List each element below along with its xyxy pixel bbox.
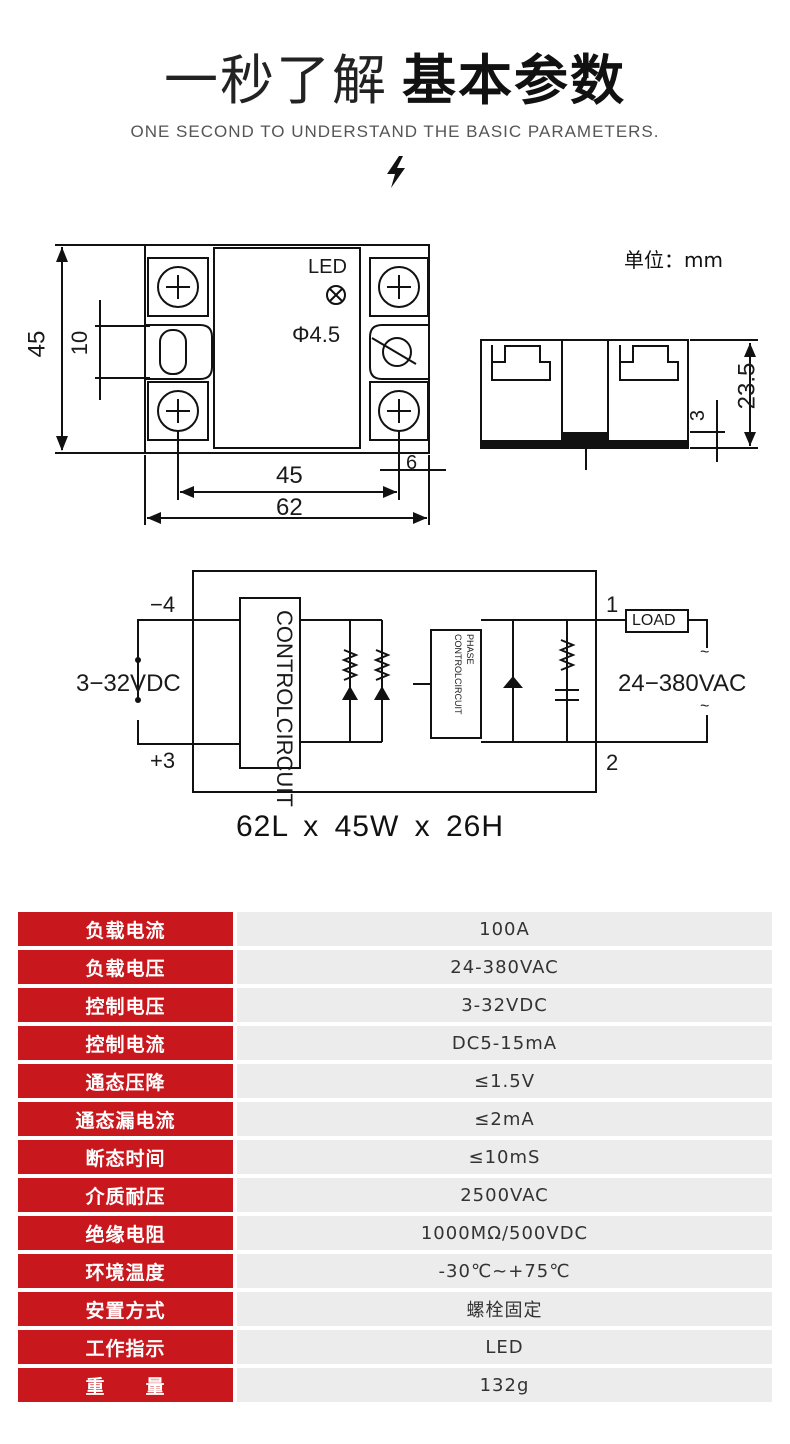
tilde-top: ~ [700,644,710,661]
output-voltage-label: 24−380VAC [618,670,747,697]
spec-label: 通态压降 [18,1064,233,1098]
hole-diameter-label: Φ4.5 [292,322,341,347]
relay-body-outline [144,244,430,454]
control-circuit-line-1: CONTROL [272,610,297,718]
phase-control-line-2: CIRCUIT [453,678,463,715]
spec-label: 介质耐压 [18,1178,233,1212]
title-light: 一秒了解 [164,49,388,112]
title-bold: 基本参数 [402,49,626,112]
screw-terminal-icon [369,257,429,317]
spec-gap [233,1140,237,1174]
spec-gap [233,1178,237,1212]
table-row: 环境温度-30℃~+75℃ [18,1254,772,1288]
spec-value: -30℃~+75℃ [237,1254,772,1288]
dim-offset-label: 6 [406,452,418,474]
dim-width-label: 62 [276,494,303,521]
neg-terminal-label: −4 [150,592,176,617]
lightning-bolt-icon [387,156,405,188]
spec-label: 负载电流 [18,912,233,946]
technical-drawing [55,244,758,793]
spec-gap [233,1254,237,1288]
input-voltage-label: 3−32VDC [76,670,181,697]
spec-value: LED [237,1330,772,1364]
spec-value: 3-32VDC [237,988,772,1022]
phase-control-label: PHASE CONTROLCIRCUIT [436,634,476,734]
spec-gap [233,1102,237,1136]
led-indicator-icon [326,285,346,305]
spec-gap [233,1292,237,1326]
spec-gap [233,912,237,946]
spec-value: 1000MΩ/500VDC [237,1216,772,1250]
tilde-bottom: ~ [700,698,710,715]
dimensions-caption: 62L x 45W x 26H [236,810,504,843]
spec-value: ≤2mA [237,1102,772,1136]
dim-inner-label: 10 [67,330,93,356]
table-row: 断态时间≤10mS [18,1140,772,1174]
page-title: 一秒了解基本参数 [0,46,790,116]
dim-height-label: 45 [23,330,51,358]
spec-gap [233,1026,237,1060]
table-row: 通态漏电流≤2mA [18,1102,772,1136]
spec-value: 100A [237,912,772,946]
terminal-1-label: 1 [606,592,619,617]
table-row: 通态压降≤1.5V [18,1064,772,1098]
spec-gap [233,1330,237,1364]
spec-label: 控制电压 [18,988,233,1022]
spec-gap [233,1216,237,1250]
terminal-2-label: 2 [606,750,619,775]
spec-gap [233,1368,237,1402]
spec-label: 通态漏电流 [18,1102,233,1136]
spec-label: 重 量 [18,1368,233,1402]
spec-label: 负载电压 [18,950,233,984]
dim-screw-span-label: 45 [276,462,303,489]
spec-gap [233,988,237,1022]
spec-value: ≤10mS [237,1140,772,1174]
spec-value: 132g [237,1368,772,1402]
control-circuit-line-2: CIRCUIT [272,717,297,807]
spec-label: 安置方式 [18,1292,233,1326]
control-circuit-block [239,597,301,769]
page-subtitle: ONE SECOND TO UNDERSTAND THE BASIC PARAM… [130,122,660,141]
screw-terminal-icon [147,257,209,317]
table-row: 安置方式螺栓固定 [18,1292,772,1326]
pos-terminal-label: +3 [150,748,176,773]
spec-value: 2500VAC [237,1178,772,1212]
circuit-outline [192,570,597,793]
spec-value: 螺栓固定 [237,1292,772,1326]
spec-value: 24-380VAC [237,950,772,984]
led-label: LED [308,256,347,278]
load-label: LOAD [632,612,676,629]
unit-label: 单位：mm [624,248,723,272]
spec-label: 环境温度 [18,1254,233,1288]
spec-label: 控制电流 [18,1026,233,1060]
spec-label: 绝缘电阻 [18,1216,233,1250]
spec-value: DC5-15mA [237,1026,772,1060]
side-dim-base-label: 3 [687,409,710,422]
side-dim-height-label: 23.5 [733,362,761,410]
spec-gap [233,1064,237,1098]
phase-control-line-1: PHASE CONTROL [453,634,475,679]
control-circuit-label: CONTROLCIRCUIT [244,610,297,807]
spec-label: 断态时间 [18,1140,233,1174]
page-header: 一秒了解基本参数 [0,46,790,116]
spec-value: ≤1.5V [237,1064,772,1098]
spec-label: 工作指示 [18,1330,233,1364]
spec-gap [233,950,237,984]
